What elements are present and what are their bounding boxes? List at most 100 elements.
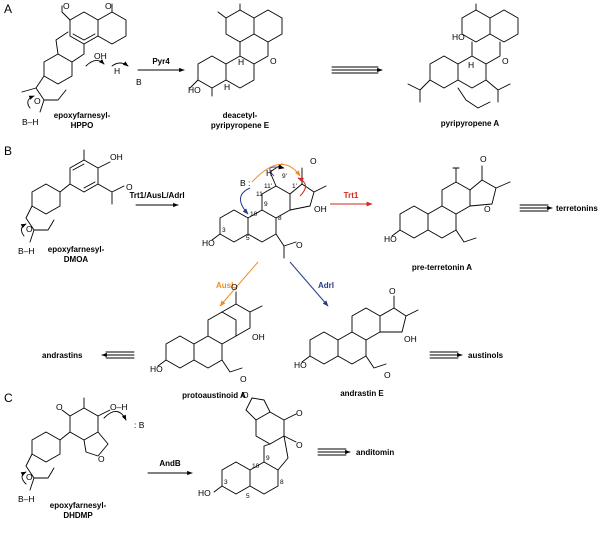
atom-oh-andrastin: OH xyxy=(404,334,417,344)
compound-label-dhdmp-2: DHDMP xyxy=(63,511,93,520)
atom-o-ester-andrastin: O xyxy=(384,370,391,380)
atom-ho-cation: HO xyxy=(202,238,215,248)
atom-num-8: 8 xyxy=(278,215,282,222)
enzyme-andb: AndB xyxy=(159,459,181,468)
enzyme-ausl: AusL xyxy=(216,281,236,290)
arrow-adri xyxy=(289,261,329,307)
compound-label-hppo-1: epoxyfarnesyl- xyxy=(54,111,111,120)
atom-num-c-10: 10 xyxy=(252,463,260,470)
atom-o-ester-cation: O xyxy=(296,240,303,250)
enzyme-pyr4: Pyr4 xyxy=(152,57,170,66)
arrow-curved-red xyxy=(297,177,306,197)
compound-label-protoaustinoid-a: protoaustinoid A xyxy=(182,391,246,400)
structure-epoxyfarnesyl-hppo xyxy=(21,3,129,113)
atom-o-cation: O xyxy=(310,156,317,166)
compound-label-anditomin: anditomin xyxy=(356,448,394,457)
atom-b-cation: B : xyxy=(240,178,250,188)
atom-ho-protoaustinoid: HO xyxy=(150,364,163,374)
atom-num-5: 5 xyxy=(246,235,250,242)
panel-label-c: C xyxy=(4,391,13,405)
structure-deacetyl-pyripyropene-e xyxy=(189,3,283,97)
compound-label-pyripyropene-a: pyripyropene A xyxy=(441,119,500,128)
structure-andrastin-e xyxy=(301,295,419,369)
atom-ho-andrastin: HO xyxy=(294,360,307,370)
atom-ho-pyripyropene: HO xyxy=(452,32,465,42)
enzyme-trt1: Trt1 xyxy=(344,191,359,200)
compound-label-andrastins: andrastins xyxy=(42,351,83,360)
compound-label-deacetyl-1: deacetyl- xyxy=(223,111,258,120)
compound-label-pre-terretonin-a: pre-terretonin A xyxy=(412,263,472,272)
compound-label-andrastin-e: andrastin E xyxy=(340,389,384,398)
structure-andb-product xyxy=(213,397,297,495)
atom-o-andrastin: O xyxy=(389,286,396,296)
atom-oh-protoaustinoid: OH xyxy=(252,332,265,342)
arrow-ausl xyxy=(219,261,259,307)
atom-h-pyripyropene: H xyxy=(468,60,474,70)
atom-o-epox-dmoa: O xyxy=(26,224,33,234)
arrow-curved-blue xyxy=(240,187,251,215)
atom-h-deacetyl-2: H xyxy=(224,82,230,92)
atom-o-product-1: O xyxy=(296,408,303,418)
atom-num-c-8: 8 xyxy=(280,479,284,486)
atom-o-epox-hppo: O xyxy=(34,96,41,106)
atom-o-hppo-2: O xyxy=(105,1,112,11)
structure-epoxyfarnesyl-dmoa xyxy=(20,149,125,243)
compound-label-deacetyl-2: pyripyropene E xyxy=(211,121,270,130)
atom-oh-hppo: OH xyxy=(94,51,107,61)
atom-num-c-9: 9 xyxy=(266,455,270,462)
atom-o-pyripyropene: O xyxy=(502,56,509,66)
arrow-multistep-anditomin xyxy=(317,448,351,456)
arrow-multistep-a xyxy=(331,66,383,74)
atom-o-deacetyl: O xyxy=(270,56,277,66)
enzyme-trt1-ausl-adri: Trt1/AusL/AdrI xyxy=(129,191,184,200)
atom-h-hppo: H xyxy=(114,66,120,76)
atom-num-1p: 1' xyxy=(292,183,297,190)
atom-ho-deacetyl: HO xyxy=(188,85,201,95)
structure-pre-terretonin-a xyxy=(391,165,511,243)
atom-bh-hppo: B–H xyxy=(22,117,39,127)
enzyme-adri: AdrI xyxy=(318,281,334,290)
panel-label-a: A xyxy=(4,2,12,16)
atom-num-c-5: 5 xyxy=(246,493,250,500)
atom-o-dmoa: O xyxy=(126,182,133,192)
atom-oh-dhdmp: O–H xyxy=(110,402,127,412)
atom-num-11: 11 xyxy=(256,191,263,198)
atom-b-hppo: B xyxy=(136,77,142,87)
structure-cation-intermediate xyxy=(211,163,327,259)
atom-ho-preterretonin: HO xyxy=(384,234,397,244)
compound-label-dmoa-1: epoxyfarnesyl- xyxy=(48,245,105,254)
structure-epoxyfarnesyl-dhdmp xyxy=(20,397,127,491)
atom-num-3: 3 xyxy=(222,227,226,234)
compound-label-hppo-2: HPPO xyxy=(71,121,94,130)
atom-bh-dhdmp: B–H xyxy=(18,494,35,504)
atom-num-10: 10 xyxy=(250,211,258,218)
panel-label-b: B xyxy=(4,144,12,158)
atom-ho-product: HO xyxy=(198,488,211,498)
atom-o-epox-dhdmp: O xyxy=(26,472,33,482)
atom-b-dhdmp: : B xyxy=(134,420,145,430)
atom-num-9p: 9' xyxy=(282,173,287,180)
compound-label-dhdmp-1: epoxyfarnesyl- xyxy=(50,501,107,510)
structure-protoaustinoid-a xyxy=(157,291,263,373)
atom-o-product-2: O xyxy=(296,440,303,450)
atom-bh-dmoa: B–H xyxy=(18,246,35,256)
atom-num-9: 9 xyxy=(264,201,268,208)
compound-label-terretonins: terretonins xyxy=(556,204,598,213)
atom-h-deacetyl-1: H xyxy=(238,57,244,67)
arrow-multistep-terretonins xyxy=(519,204,553,212)
atom-num-11p: 11' xyxy=(264,183,272,190)
structure-pyripyropene-a xyxy=(407,3,519,109)
compound-label-austinols: austinols xyxy=(468,351,504,360)
atom-o-hppo-1: O xyxy=(63,1,70,11)
atom-o-ring-preterretonin: O xyxy=(484,204,491,214)
atom-o-lactone-product: O xyxy=(242,390,249,400)
atom-o-preterretonin: O xyxy=(480,154,487,164)
atom-o-ester-protoaustinoid: O xyxy=(240,374,247,384)
atom-h-cation: H xyxy=(266,168,272,178)
atom-o-dhdmp: O xyxy=(56,402,63,412)
compound-label-dmoa-2: DMOA xyxy=(64,255,89,264)
atom-o-protoaustinoid: O xyxy=(231,282,238,292)
atom-oh-dmoa: OH xyxy=(110,152,123,162)
arrow-multistep-austinols xyxy=(429,351,463,359)
